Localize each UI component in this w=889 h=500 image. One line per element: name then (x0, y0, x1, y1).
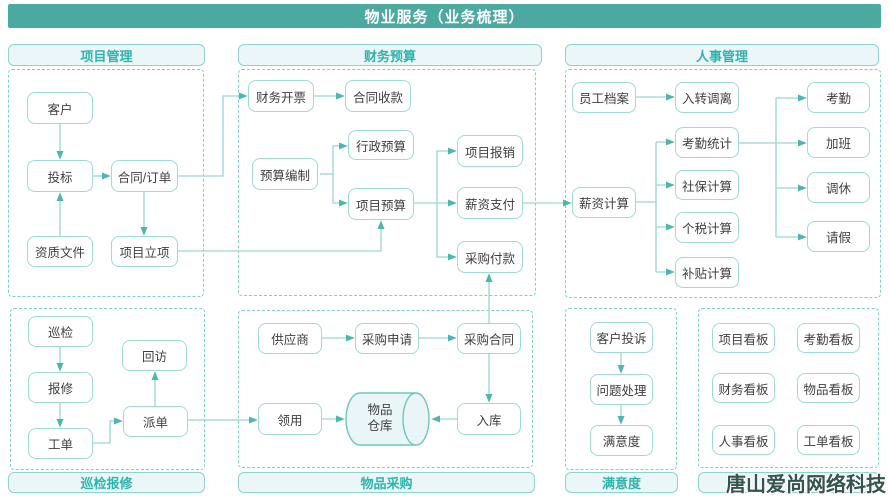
node-overtime: 加班 (807, 127, 870, 158)
node-attendance-stats: 考勤统计 (675, 127, 739, 158)
section-header-inspection: 巡检报修 (8, 472, 205, 493)
node-invoicing: 财务开票 (248, 80, 314, 112)
node-requisition: 领用 (258, 403, 322, 435)
node-budget-preparation: 预算编制 (252, 158, 318, 190)
node-salary-payment: 薪资支付 (457, 187, 523, 219)
node-satisfaction: 满意度 (590, 425, 653, 456)
node-employee-files: 员工档案 (572, 82, 636, 113)
node-project-reimbursement: 项目报销 (457, 135, 523, 167)
node-dispatch: 派单 (123, 406, 188, 437)
node-inbound: 入库 (457, 403, 521, 435)
node-project-budget: 项目预算 (348, 188, 414, 220)
node-issue-handling: 问题处理 (590, 374, 653, 405)
section-container-satisfaction (565, 308, 677, 470)
node-admin-budget: 行政预算 (348, 130, 414, 160)
node-goods-warehouse: 物品 仓库 (345, 392, 430, 446)
node-project-initiation: 项目立项 (111, 236, 178, 267)
node-onboarding-transfer: 入转调离 (675, 82, 739, 113)
node-attendance-board: 考勤看板 (797, 323, 860, 353)
node-leave: 请假 (807, 221, 870, 252)
node-attendance: 考勤 (807, 82, 870, 113)
node-purchase-request: 采购申请 (355, 323, 419, 354)
warehouse-label-line1: 物品 (367, 403, 393, 418)
section-header-dashboard (698, 472, 880, 493)
section-container-hr (565, 69, 881, 298)
node-comp-leave: 调休 (807, 172, 870, 203)
node-customer-complaint: 客户投诉 (590, 322, 653, 353)
section-container-procurement (238, 310, 533, 468)
node-goods-board: 物品看板 (797, 373, 860, 403)
section-container-inspection (10, 308, 205, 470)
node-repair-report: 报修 (28, 372, 93, 403)
section-header-procurement: 物品采购 (238, 472, 535, 493)
node-inspection: 巡检 (28, 316, 93, 347)
node-social-insurance-calc: 社保计算 (675, 170, 739, 200)
diagram-title: 物业服务（业务梳理） (8, 4, 881, 28)
node-purchase-payment: 采购付款 (457, 241, 523, 273)
warehouse-cylinder-icon (345, 392, 430, 446)
watermark: 唐山爱尚网络科技 (726, 474, 886, 496)
section-header-hr: 人事管理 (565, 44, 879, 66)
node-salary-calc: 薪资计算 (572, 187, 636, 218)
node-work-order: 工单 (28, 428, 93, 459)
node-qualification-docs: 资质文件 (27, 236, 93, 267)
node-bidding: 投标 (27, 160, 93, 192)
node-contract-collection: 合同收款 (345, 80, 411, 112)
node-purchase-contract: 采购合同 (457, 323, 521, 354)
section-header-satisfaction: 满意度 (565, 472, 678, 493)
section-header-finance: 财务预算 (238, 44, 542, 66)
node-project-board: 项目看板 (712, 323, 775, 353)
section-container-project (8, 69, 204, 297)
warehouse-label-line2: 仓库 (367, 419, 393, 433)
node-income-tax-calc: 个税计算 (675, 212, 739, 243)
node-hr-board: 人事看板 (712, 425, 775, 455)
section-container-finance (238, 69, 536, 296)
node-finance-board: 财务看板 (712, 373, 775, 403)
node-contract-order: 合同/订单 (111, 160, 178, 192)
section-header-project: 项目管理 (8, 44, 205, 66)
section-container-dashboard (698, 308, 879, 468)
node-customer: 客户 (27, 92, 93, 124)
node-follow-up: 回访 (122, 340, 187, 371)
node-workorder-board: 工单看板 (797, 425, 860, 455)
node-subsidy-calc: 补贴计算 (675, 257, 739, 288)
node-supplier: 供应商 (258, 323, 322, 354)
